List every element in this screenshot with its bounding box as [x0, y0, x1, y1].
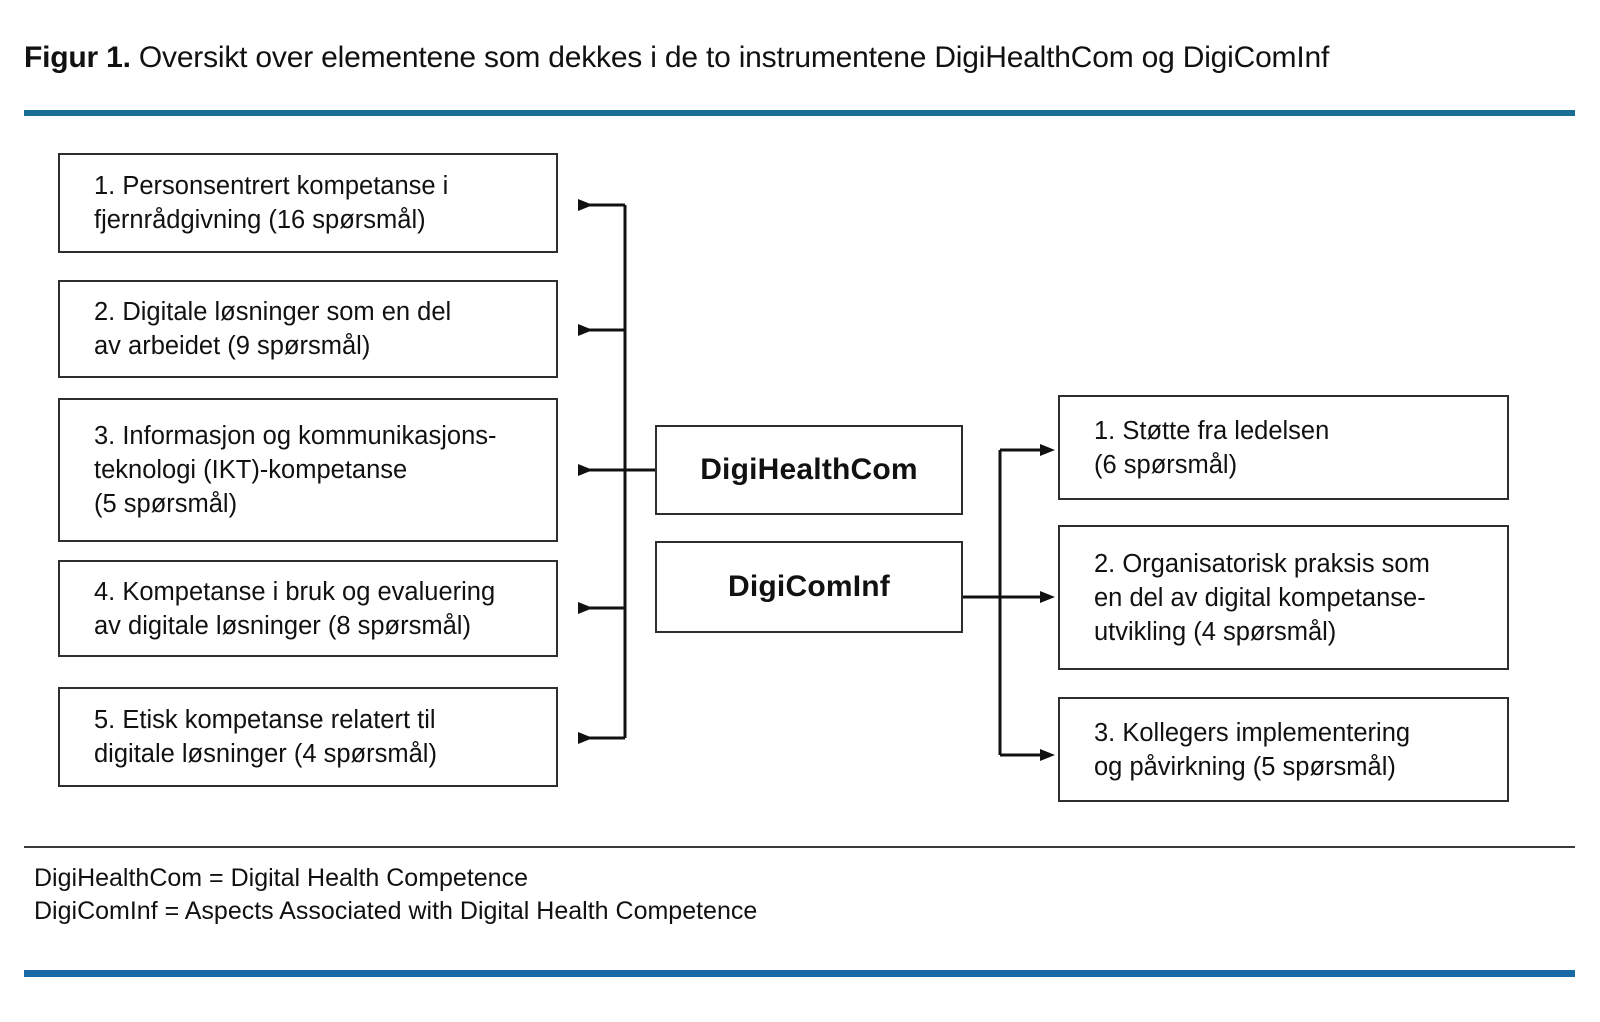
footnote-line-2: DigiComInf = Aspects Associated with Dig… [34, 897, 758, 925]
footnote-line-1: DigiHealthCom = Digital Health Competenc… [34, 864, 528, 892]
figure-divider-bottom [24, 970, 1575, 977]
center-box-digihealthcom-label: DigiHealthCom [700, 453, 918, 486]
center-box-digicominf[interactable]: DigiComInf [655, 541, 963, 633]
center-box-digihealthcom[interactable]: DigiHealthCom [655, 425, 963, 515]
left-box-2[interactable]: 2. Digitale løsninger som en del av arbe… [58, 280, 558, 378]
left-box-5-label: 5. Etisk kompetanse relatert til digital… [94, 706, 437, 768]
right-box-3-label: 3. Kollegers implementering og påvirknin… [1094, 718, 1411, 781]
left-box-5[interactable]: 5. Etisk kompetanse relatert til digital… [58, 687, 558, 787]
left-box-3-label: 3. Informasjon og kommunikasjons- teknol… [94, 422, 497, 518]
right-connector-group [963, 444, 1055, 761]
title-divider-top [24, 110, 1575, 116]
left-box-2-label: 2. Digitale løsninger som en del av arbe… [94, 298, 452, 360]
figure-label: Figur 1. [24, 41, 131, 74]
footnote-divider [24, 846, 1575, 848]
center-box-digicominf-label: DigiComInf [728, 570, 890, 603]
left-connector-group [578, 199, 655, 744]
right-box-1-label: 1. Støtte fra ledelsen (6 spørsmål) [1094, 416, 1330, 479]
left-box-1[interactable]: 1. Personsentrert kompetanse i fjernrådg… [58, 153, 558, 253]
left-box-3[interactable]: 3. Informasjon og kommunikasjons- teknol… [58, 398, 558, 542]
figure-caption: Oversikt over elementene som dekkes i de… [138, 41, 1330, 74]
left-box-4[interactable]: 4. Kompetanse i bruk og evaluering av di… [58, 560, 558, 657]
diagram-area: 1. Personsentrert kompetanse i fjernrådg… [0, 120, 1600, 830]
right-box-2[interactable]: 2. Organisatorisk praksis som en del av … [1058, 525, 1509, 670]
right-box-1[interactable]: 1. Støtte fra ledelsen (6 spørsmål) [1058, 395, 1509, 500]
footnote-block: DigiHealthCom = Digital Health Competenc… [34, 862, 757, 928]
right-box-3[interactable]: 3. Kollegers implementering og påvirknin… [1058, 697, 1509, 802]
figure-title: Figur 1. Oversikt over elementene som de… [24, 40, 1572, 76]
left-box-4-label: 4. Kompetanse i bruk og evaluering av di… [94, 577, 496, 640]
right-box-2-label: 2. Organisatorisk praksis som en del av … [1094, 549, 1430, 646]
left-box-1-label: 1. Personsentrert kompetanse i fjernrådg… [94, 172, 449, 234]
